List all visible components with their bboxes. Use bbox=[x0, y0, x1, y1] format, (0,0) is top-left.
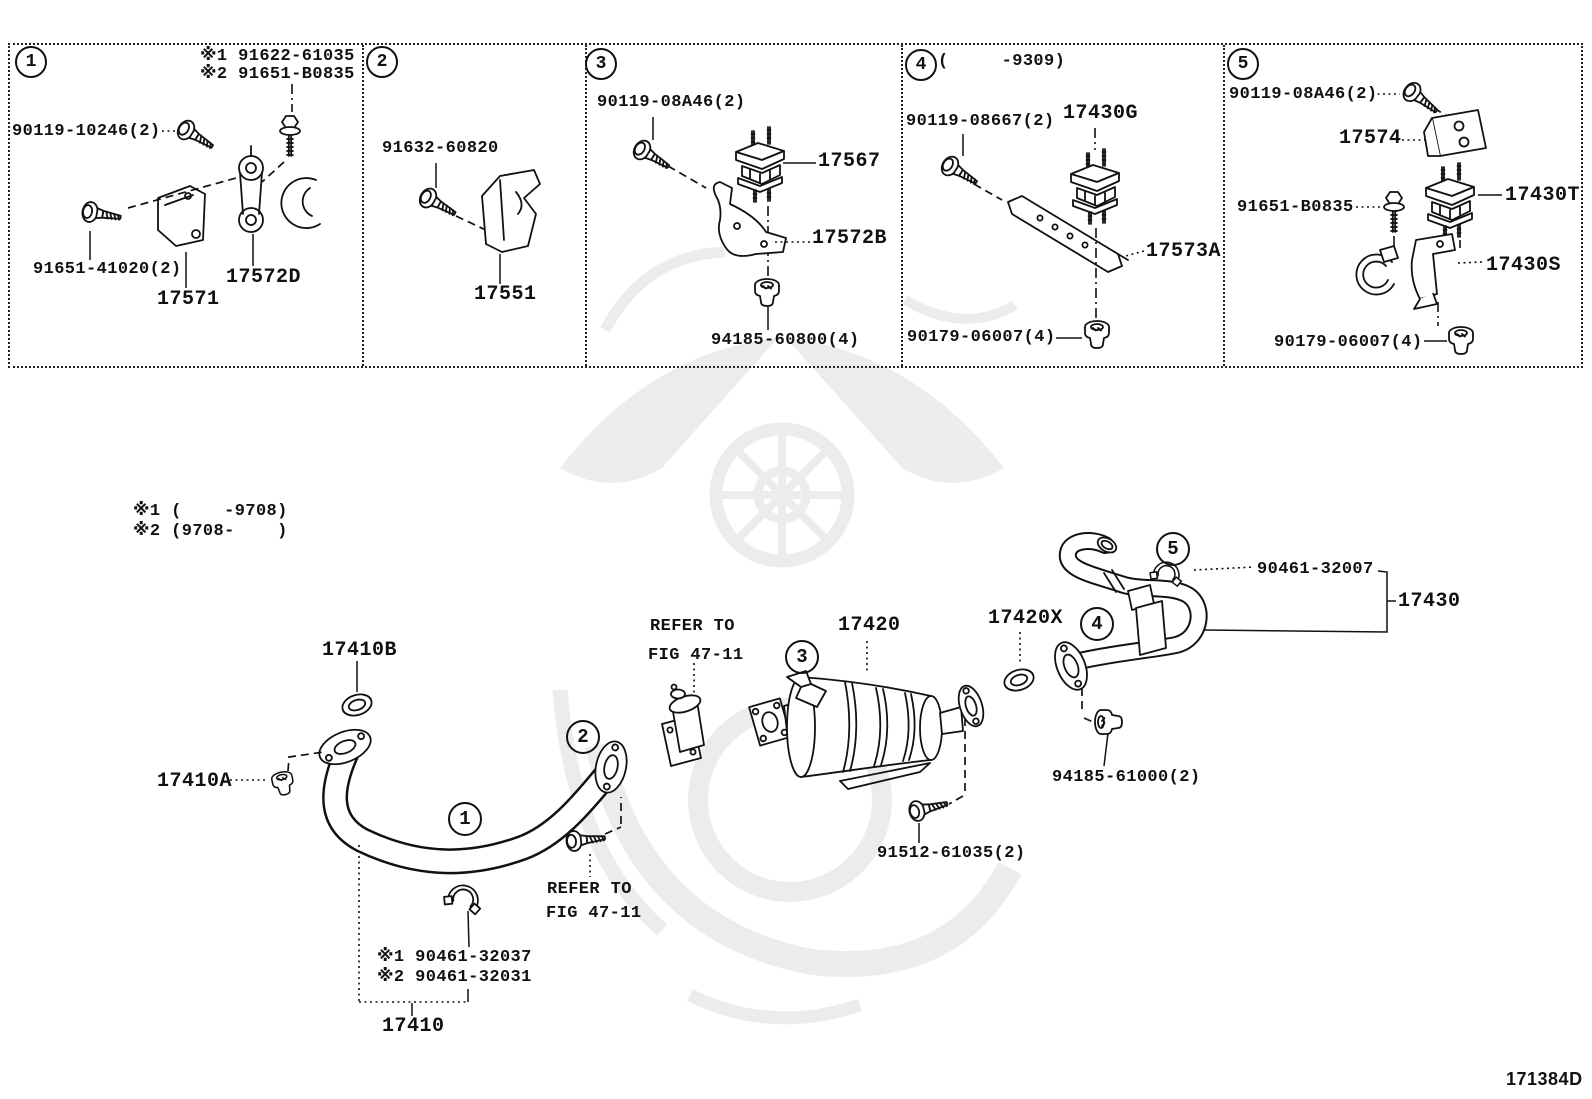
box-divider-3 bbox=[901, 45, 903, 366]
part-label-90461-32007: 90461-32007 bbox=[1257, 560, 1374, 579]
part-label-17410A: 17410A bbox=[157, 770, 233, 793]
part-label-17430: 17430 bbox=[1398, 590, 1461, 613]
front-pipe-rear-flange bbox=[594, 740, 628, 794]
muffler-17420 bbox=[748, 670, 985, 790]
nut-17410A bbox=[269, 769, 297, 798]
part-label-91651-B0835-box1: ※2 91651-B0835 bbox=[200, 65, 355, 84]
part-label-17430S: 17430S bbox=[1486, 254, 1562, 277]
part-label-17430T: 17430T bbox=[1505, 184, 1581, 207]
part-label-91651-B0835-box5: 91651-B0835 bbox=[1237, 198, 1354, 217]
gasket-17420X bbox=[1000, 664, 1038, 696]
watermark-graphic bbox=[552, 246, 1022, 1025]
box3-number: 3 bbox=[585, 48, 617, 80]
part-label-17551: 17551 bbox=[474, 283, 537, 306]
box5-sketch bbox=[1355, 78, 1502, 355]
grommet-94185-61000 bbox=[1094, 709, 1123, 735]
part-label-17420X: 17420X bbox=[988, 607, 1064, 630]
part-label-17430G: 17430G bbox=[1063, 102, 1139, 125]
part-label-90461-32037: ※1 90461-32037 bbox=[377, 948, 532, 967]
refer-note-top-line2: FIG 47-11 bbox=[648, 646, 744, 665]
front-pipe-flange bbox=[318, 728, 372, 766]
box2-sketch bbox=[415, 163, 541, 284]
figure-code: 171384D bbox=[1506, 1069, 1583, 1089]
part-label-90179-06007-box4: 90179-06007(4) bbox=[907, 328, 1056, 347]
box-divider-4 bbox=[1223, 45, 1225, 366]
part-label-91512-61035: 91512-61035(2) bbox=[877, 844, 1026, 863]
tailpipe-flange bbox=[1054, 641, 1088, 691]
clamp-90461 bbox=[441, 879, 487, 917]
part-label-90119-10246: 90119-10246(2) bbox=[12, 122, 161, 141]
callout-3: 3 bbox=[785, 640, 819, 674]
part-label-17410: 17410 bbox=[382, 1015, 445, 1038]
callout-box-frame bbox=[8, 43, 1583, 368]
box2-number: 2 bbox=[366, 46, 398, 78]
part-label-90119-08667: 90119-08667(2) bbox=[906, 112, 1055, 131]
part-label-17572D: 17572D bbox=[226, 266, 302, 289]
callout-2: 2 bbox=[566, 720, 600, 754]
box1-number: 1 bbox=[15, 46, 47, 78]
part-label-91622-61035: ※1 91622-61035 bbox=[200, 47, 355, 66]
part-label-17571: 17571 bbox=[157, 288, 220, 311]
note-applicability-2: ※2 (9708- ) bbox=[133, 522, 288, 541]
part-label-91632-60820: 91632-60820 bbox=[382, 139, 499, 158]
part-label-17572B: 17572B bbox=[812, 227, 888, 250]
part-label-17574: 17574 bbox=[1339, 127, 1402, 150]
refer-note-top-line1: REFER TO bbox=[650, 617, 735, 636]
callout-4: 4 bbox=[1080, 607, 1114, 641]
part-label-94185-60800: 94185-60800(4) bbox=[711, 331, 860, 350]
box4-number: 4 bbox=[905, 49, 937, 81]
part-label-17410B: 17410B bbox=[322, 639, 398, 662]
callout-5: 5 bbox=[1156, 532, 1190, 566]
box3-sketch bbox=[629, 117, 816, 330]
box5-number: 5 bbox=[1227, 48, 1259, 80]
part-label-17573A: 17573A bbox=[1146, 240, 1222, 263]
part-label-94185-61000: 94185-61000(2) bbox=[1052, 768, 1201, 787]
part-label-90179-06007-box5: 90179-06007(4) bbox=[1274, 333, 1423, 352]
part-label-90119-08A46-box3: 90119-08A46(2) bbox=[597, 93, 746, 112]
part-label-90119-08A46-box5: 90119-08A46(2) bbox=[1229, 85, 1378, 104]
box-divider-2 bbox=[585, 45, 587, 366]
bolt-91512 bbox=[906, 792, 951, 824]
tailpipe-open-end bbox=[1096, 536, 1118, 554]
callout-1: 1 bbox=[448, 802, 482, 836]
refer-note-bottom-line1: REFER TO bbox=[547, 880, 632, 899]
box-divider-1 bbox=[362, 45, 364, 366]
part-label-17567: 17567 bbox=[818, 150, 881, 173]
part-label-90461-32031: ※2 90461-32031 bbox=[377, 968, 532, 987]
note-applicability-1: ※1 ( -9708) bbox=[133, 502, 288, 521]
gasket-17410B bbox=[338, 689, 376, 721]
part-label-17420: 17420 bbox=[838, 614, 901, 637]
box4-date-range: ( -9309) bbox=[938, 52, 1066, 71]
box4-sketch bbox=[937, 128, 1145, 349]
part-label-91651-41020: 91651-41020(2) bbox=[33, 260, 182, 279]
box1-sketch bbox=[79, 84, 321, 288]
refer-note-bottom-line2: FIG 47-11 bbox=[546, 904, 642, 923]
main-exhaust-drawing bbox=[230, 532, 1396, 1016]
